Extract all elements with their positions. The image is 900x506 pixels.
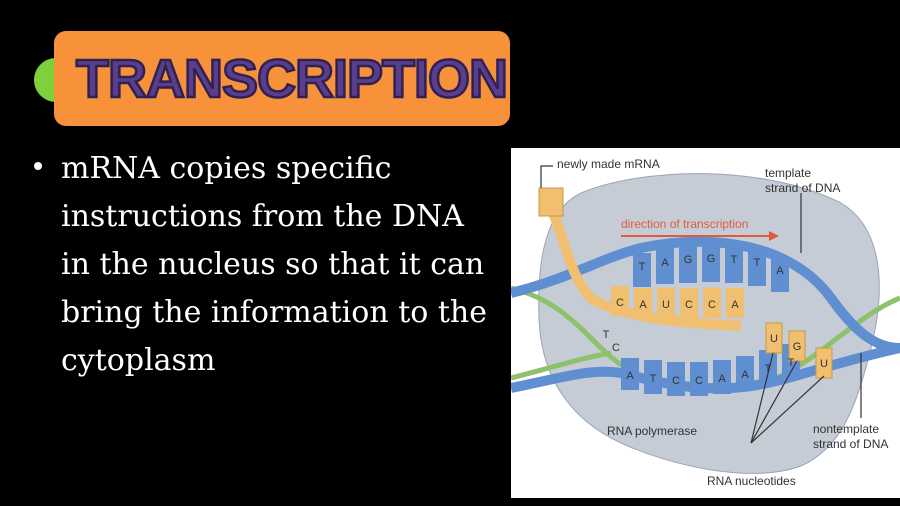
top-base: A <box>661 257 669 269</box>
direction-label: direction of transcription <box>621 217 748 231</box>
transcription-diagram: T A G G T T A C A U C C A T C A T C C A … <box>511 148 900 498</box>
top-base: A <box>776 265 784 277</box>
mrna-leader <box>540 165 553 188</box>
top-base: G <box>684 254 693 266</box>
top-base: T <box>731 254 738 266</box>
bullet-text: mRNA copies specific instructions from t… <box>61 151 487 378</box>
rna-base: U <box>662 299 670 311</box>
template-label-line2: strand of DNA <box>765 181 840 195</box>
top-base: G <box>707 253 716 265</box>
bottom-rung <box>690 362 708 396</box>
bottom-base: C <box>695 375 703 387</box>
bottom-rung <box>667 362 685 396</box>
diagram-svg: T A G G T T A C A U C C A T C A T C C A … <box>511 157 900 488</box>
mrna-tail <box>538 187 564 217</box>
top-rung <box>656 248 674 284</box>
title-banner: TRANSCRIPTION <box>54 31 510 126</box>
bottom-base: A <box>626 370 634 382</box>
nucleotides-leader <box>750 360 798 444</box>
top-rung <box>725 245 743 283</box>
rna-rung <box>726 288 744 318</box>
rna-rung <box>657 288 675 318</box>
free-nucleotide <box>815 347 833 379</box>
top-rung <box>771 256 789 292</box>
bottom-base: T <box>650 373 657 385</box>
rna-base: C <box>616 297 624 309</box>
top-rung <box>679 245 697 283</box>
top-rung <box>748 248 766 286</box>
rna-rung <box>634 288 652 318</box>
rna-base: A <box>639 299 647 311</box>
bottom-base: C <box>672 375 680 387</box>
nontemplate-label-line2: strand of DNA <box>813 437 888 451</box>
bottom-base: T <box>603 329 610 341</box>
bottom-base: T <box>765 363 772 375</box>
nucleotides-leader <box>750 352 774 444</box>
mrna-label: newly made mRNA <box>557 157 660 171</box>
top-rung <box>702 244 720 282</box>
top-rung <box>633 253 651 287</box>
bottom-rung <box>759 350 777 384</box>
direction-arrowhead <box>769 231 779 241</box>
bottom-rung <box>736 356 754 390</box>
rna-rung <box>703 288 721 318</box>
rna-rung <box>611 286 629 316</box>
free-nucleotide-base: U <box>770 333 778 345</box>
green-backbone-2 <box>511 350 612 381</box>
bottom-base: C <box>612 342 620 354</box>
bottom-rung <box>644 360 662 394</box>
nucleotides-label: RNA nucleotides <box>707 474 796 488</box>
nontemplate-label-line1: nontemplate <box>813 422 879 436</box>
rna-base: A <box>731 299 739 311</box>
free-nucleotide <box>765 322 783 354</box>
polymerase-label: RNA polymerase <box>607 424 697 438</box>
mrna-strand <box>546 206 742 331</box>
dna-template-strand <box>511 236 900 353</box>
top-base: T <box>639 261 646 273</box>
bottom-base: A <box>741 369 749 381</box>
free-nucleotide-base: G <box>793 341 802 353</box>
rna-base: C <box>708 299 716 311</box>
bottom-base: T <box>788 357 795 369</box>
bullet-dot <box>34 162 42 170</box>
rna-rung <box>680 288 698 318</box>
rna-base: C <box>685 299 693 311</box>
bottom-rung <box>621 358 639 390</box>
template-label-line1: template <box>765 166 811 180</box>
bottom-rung <box>713 360 731 394</box>
slide-title: TRANSCRIPTION <box>75 48 510 111</box>
nucleotides-leader <box>750 375 825 444</box>
bottom-base: A <box>718 373 726 385</box>
free-nucleotide-base: U <box>820 358 828 370</box>
top-base: T <box>754 257 761 269</box>
